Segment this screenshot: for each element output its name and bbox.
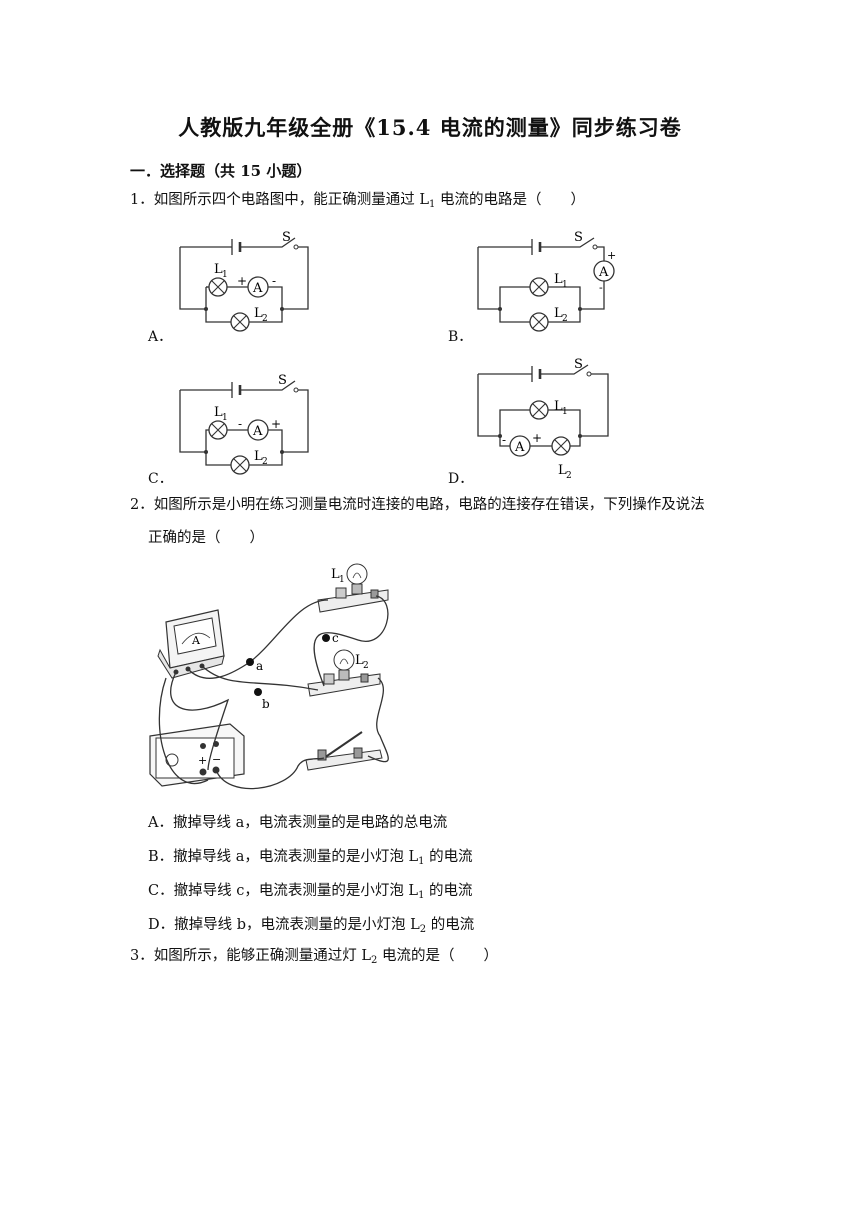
wire-c-label: c xyxy=(332,631,339,645)
q2-option-b: B．撤掉导线 a，电流表测量的是小灯泡 L1 的电流 xyxy=(148,849,473,867)
svg-text:1: 1 xyxy=(562,280,568,290)
svg-text:L: L xyxy=(214,405,223,420)
q2-option-d: D．撤掉导线 b，电流表测量的是小灯泡 L2 的电流 xyxy=(148,917,475,935)
section-heading: 一．选择题（共 15 小题） xyxy=(130,162,312,180)
svg-text:L: L xyxy=(554,306,563,321)
svg-text:-: - xyxy=(502,433,506,447)
svg-text:L: L xyxy=(331,567,340,582)
option-a-label: A． xyxy=(148,329,173,345)
option-d-label: D． xyxy=(448,471,474,487)
question-1-stem: 1．如图所示四个电路图中，能正确测量通过 L1 电流的电路是（ ） xyxy=(130,192,585,210)
ammeter-label: A xyxy=(191,634,201,647)
svg-text:L: L xyxy=(554,399,563,414)
svg-text:L: L xyxy=(254,306,263,321)
question-2-stem-line2: 正确的是（ ） xyxy=(148,530,264,546)
svg-text:1: 1 xyxy=(222,413,228,423)
svg-text:+: + xyxy=(607,249,616,262)
svg-text:2: 2 xyxy=(363,661,369,671)
wire-a-label: a xyxy=(256,659,263,673)
svg-text:S: S xyxy=(574,230,583,245)
svg-text:S: S xyxy=(278,373,287,388)
option-c-label: C． xyxy=(148,471,173,487)
wire-b-label: b xyxy=(262,697,270,711)
option-b-label: B． xyxy=(448,329,473,345)
q2-option-a: A．撤掉导线 a，电流表测量的是电路的总电流 xyxy=(148,815,448,831)
question-2-stem-line1: 2．如图所示是小明在练习测量电流时连接的电路，电路的连接存在错误，下列操作及说法 xyxy=(130,497,705,513)
svg-text:+: + xyxy=(198,754,207,767)
svg-text:A: A xyxy=(252,281,263,296)
svg-text:L: L xyxy=(558,463,567,478)
page-title: 人教版九年级全册《15.4 电流的测量》同步练习卷 xyxy=(178,115,682,140)
svg-text:A: A xyxy=(598,265,609,280)
svg-text:2: 2 xyxy=(566,471,572,481)
switch-label: S xyxy=(282,230,291,245)
svg-text:L: L xyxy=(554,272,563,287)
svg-text:L: L xyxy=(355,653,364,668)
svg-text:−: − xyxy=(212,753,221,766)
svg-text:A: A xyxy=(514,440,525,455)
svg-text:L: L xyxy=(214,262,223,277)
svg-text:+: + xyxy=(532,431,542,445)
svg-text:-: - xyxy=(238,417,242,431)
svg-text:2: 2 xyxy=(262,314,268,324)
svg-text:1: 1 xyxy=(222,270,228,280)
svg-text:-: - xyxy=(272,274,276,288)
svg-text:L: L xyxy=(254,449,263,464)
svg-text:1: 1 xyxy=(339,575,345,585)
svg-text:+: + xyxy=(237,274,247,288)
question-3-stem: 3．如图所示，能够正确测量通过灯 L2 电流的是（ ） xyxy=(130,948,498,966)
q2-option-c: C．撤掉导线 c，电流表测量的是小灯泡 L1 的电流 xyxy=(148,883,473,901)
svg-text:S: S xyxy=(574,357,583,372)
svg-text:+: + xyxy=(271,417,281,431)
svg-text:2: 2 xyxy=(562,314,568,324)
svg-text:2: 2 xyxy=(262,457,268,467)
svg-text:1: 1 xyxy=(562,407,568,417)
svg-text:A: A xyxy=(252,424,263,439)
svg-text:-: - xyxy=(599,281,603,294)
